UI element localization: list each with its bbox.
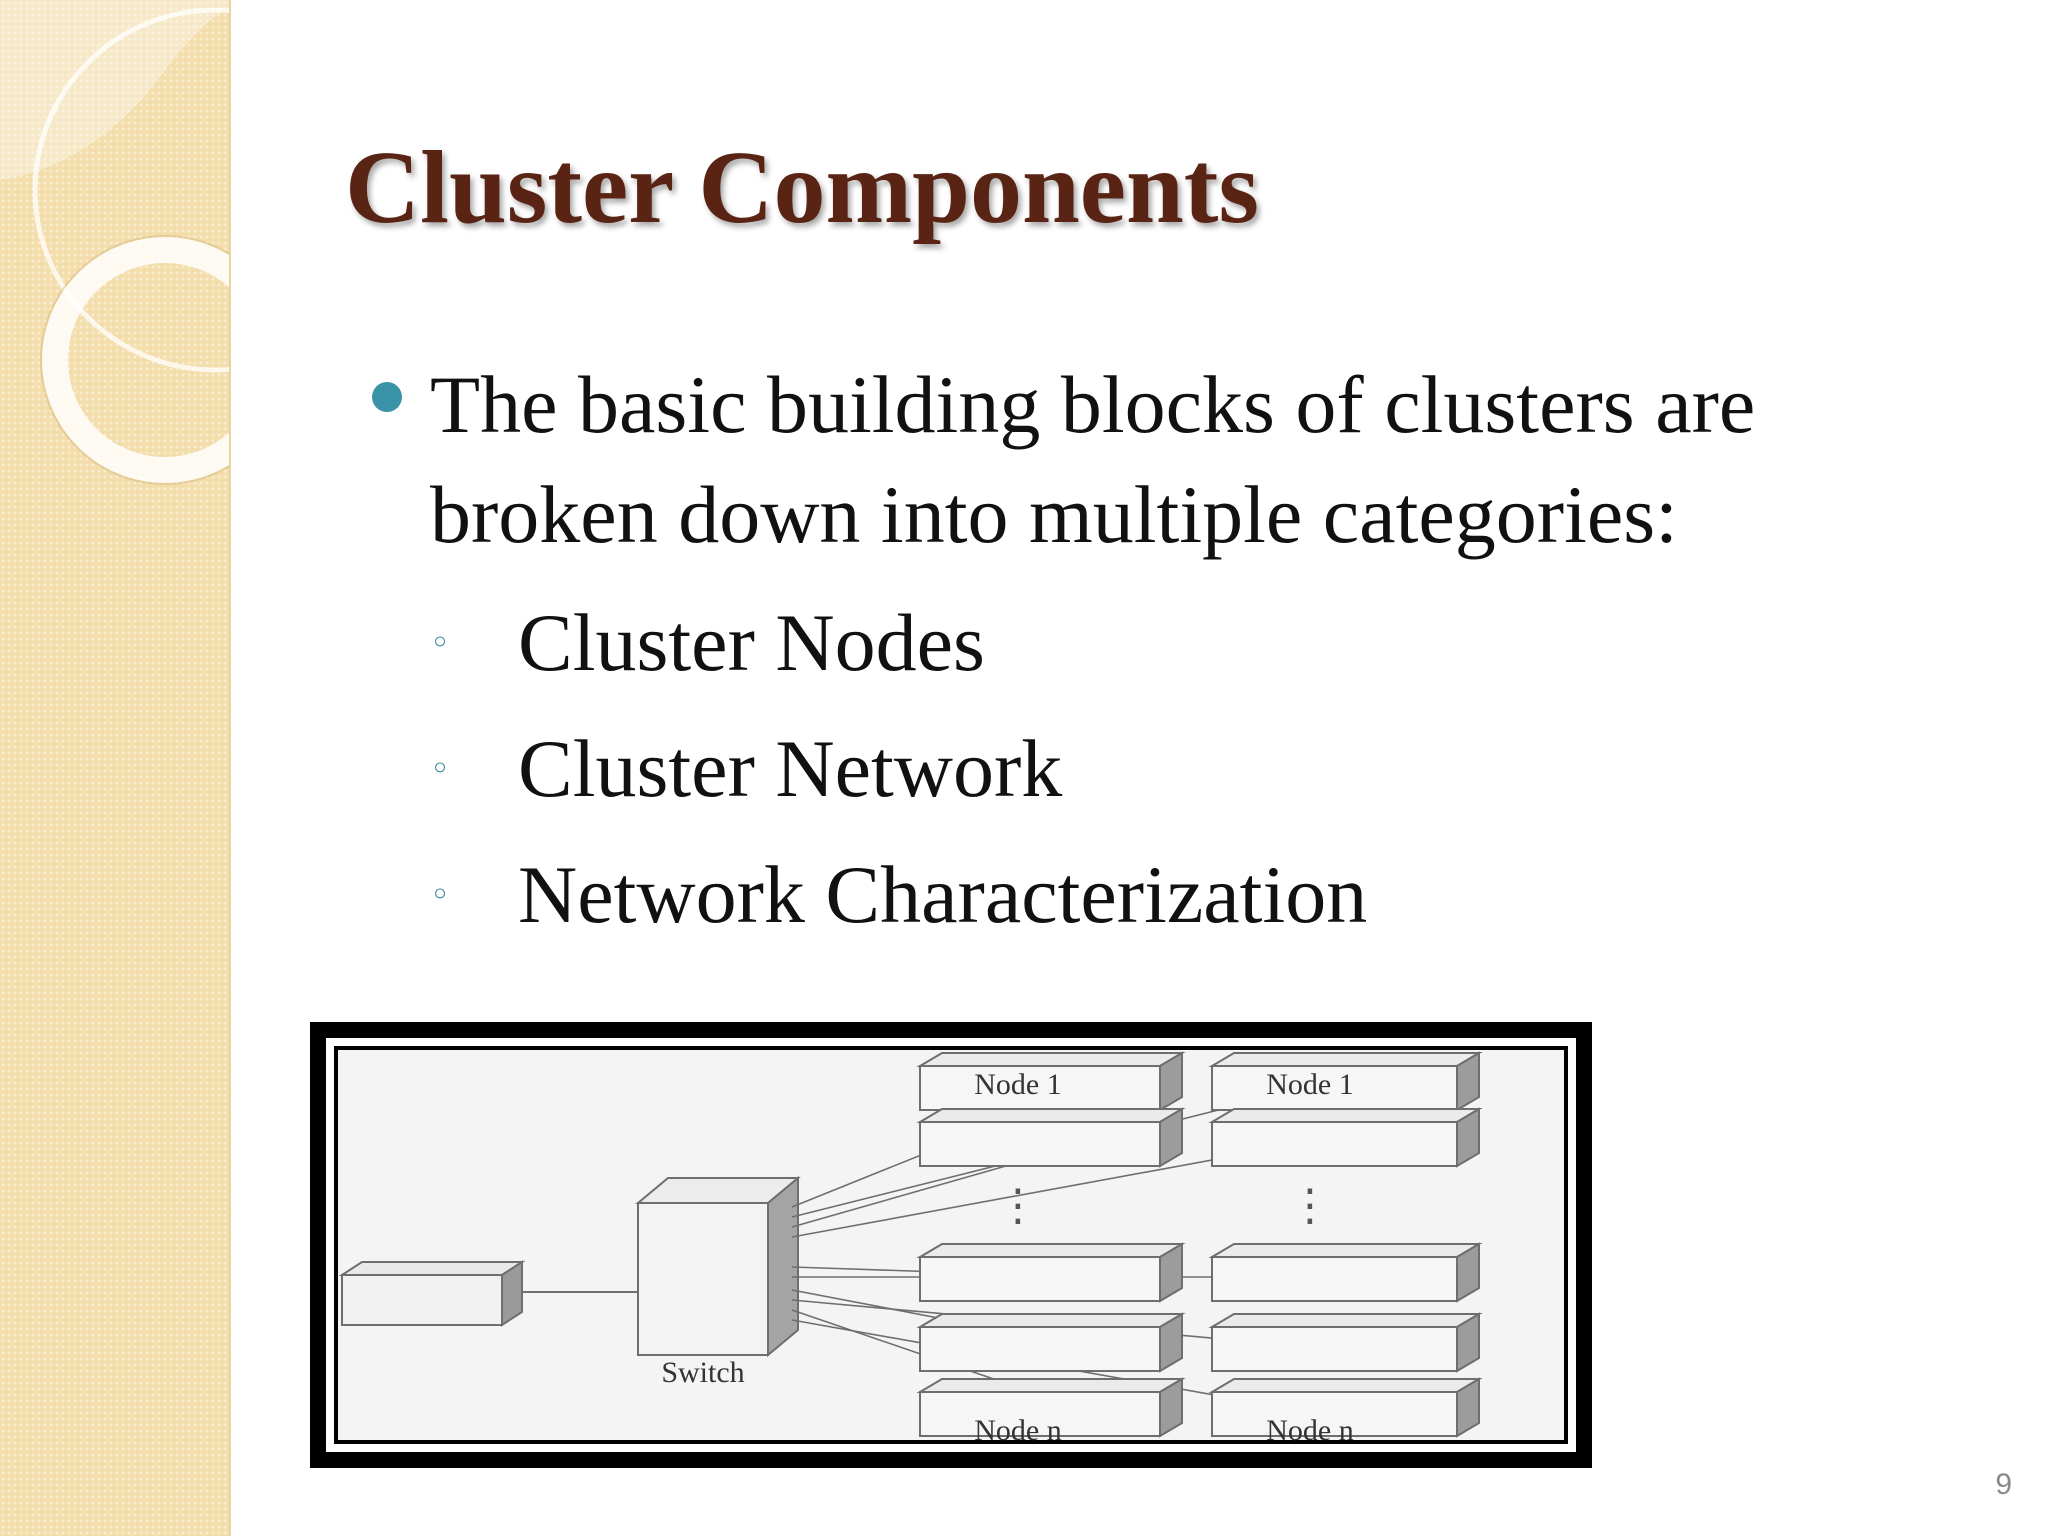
switch-box [635, 1175, 801, 1358]
sub-bullet-text: Network Characterization [518, 849, 1368, 940]
node-box [916, 1242, 1186, 1303]
node-box [1208, 1377, 1483, 1438]
node-n-label-col1: Node n [974, 1414, 1061, 1447]
sub-bullet-item: ◦ Cluster Network [430, 706, 1367, 832]
bullet-dot-icon [372, 382, 402, 412]
ellipsis-col2: ⋮ [1288, 1180, 1332, 1231]
node-1-label-col2: Node 1 [1266, 1068, 1353, 1101]
sub-bullet-item: ◦ Cluster Nodes [430, 580, 1367, 706]
node-box [916, 1377, 1186, 1438]
decorative-rings [0, 0, 229, 485]
node-box [916, 1312, 1186, 1373]
sub-bullet-list: ◦ Cluster Nodes ◦ Cluster Network ◦ Netw… [430, 580, 1367, 958]
node-box [916, 1051, 1186, 1112]
main-bullet: The basic building blocks of clusters ar… [360, 350, 1980, 570]
host-computer [338, 1260, 526, 1327]
bullet-text: The basic building blocks of clusters ar… [430, 359, 1756, 560]
hollow-circle-bullet-icon: ◦ [430, 749, 451, 789]
hollow-circle-bullet-icon: ◦ [430, 623, 451, 663]
node-box [916, 1107, 1186, 1168]
sub-bullet-text: Cluster Nodes [518, 597, 985, 688]
hollow-circle-bullet-icon: ◦ [430, 875, 451, 915]
switch-label: Switch [661, 1356, 744, 1389]
node-1-label-col1: Node 1 [974, 1068, 1061, 1101]
slide-title: Cluster Components [345, 130, 1259, 245]
cluster-diagram: Switch Node 1 Node 1 Node n Node n ⋮ ⋮ [320, 1032, 1582, 1458]
node-boxes [916, 1051, 1483, 1438]
page-number: 9 [1995, 1468, 2012, 1501]
decorative-side-band [0, 0, 231, 1536]
sub-bullet-text: Cluster Network [518, 723, 1063, 814]
node-box [1208, 1051, 1483, 1112]
cluster-diagram-figure: Switch Node 1 Node 1 Node n Node n ⋮ ⋮ [310, 1022, 1592, 1468]
sub-bullet-item: ◦ Network Characterization [430, 832, 1367, 958]
node-box [1208, 1107, 1483, 1168]
node-box [1208, 1242, 1483, 1303]
node-n-label-col2: Node n [1266, 1414, 1353, 1447]
node-box [1208, 1312, 1483, 1373]
ellipsis-col1: ⋮ [996, 1180, 1040, 1231]
